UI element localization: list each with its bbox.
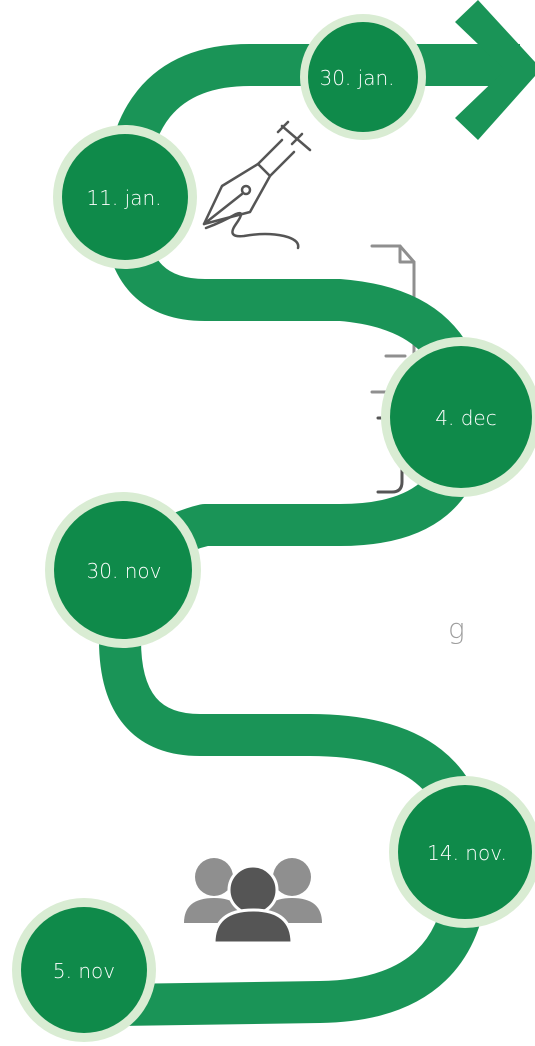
- milestone-label: 30. nov: [87, 559, 162, 583]
- milestone-14-nov: 14. nov.: [389, 776, 535, 928]
- milestone-11-jan: 11. jan.: [53, 125, 197, 269]
- partial-side-text: g: [448, 612, 465, 645]
- milestone-5-nov: 5. nov: [12, 898, 156, 1042]
- milestone-label: 4. dec: [435, 406, 496, 430]
- milestone-30-jan: 30. jan.: [300, 14, 426, 140]
- milestone-label: 11. jan.: [86, 186, 161, 210]
- milestone-30-nov: 30. nov: [45, 492, 201, 648]
- people-group-icon: [184, 858, 322, 945]
- arrow-right-icon: [455, 0, 535, 140]
- milestone-4-dec: 4. dec: [381, 337, 535, 497]
- milestone-label: 30. jan.: [319, 66, 394, 90]
- milestone-label: 14. nov.: [427, 841, 507, 865]
- fountain-pen-signature-icon: [202, 120, 312, 250]
- milestone-label: 5. nov: [53, 959, 115, 983]
